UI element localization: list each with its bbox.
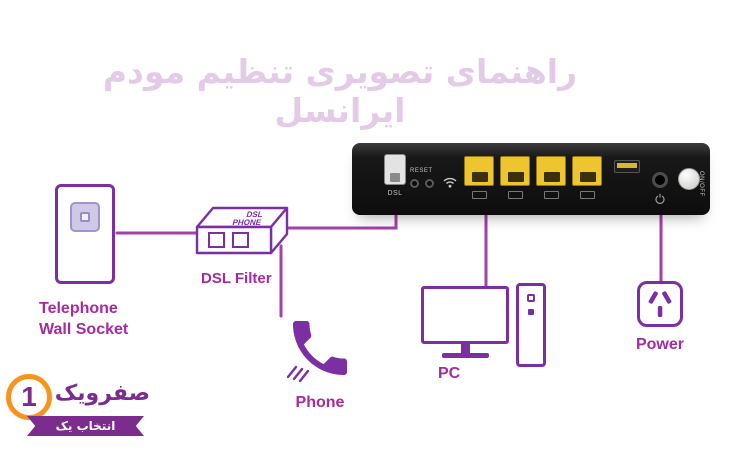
filter-port-2 [232,232,249,248]
lan-port-3-slot [544,172,560,182]
lan-port-2-icon [500,191,530,199]
logo-one-digit: 1 [21,381,37,412]
router-onoff-button [678,168,700,190]
monitor-stand [461,344,470,354]
outlet-slot-left [648,291,658,304]
lan-port-3 [536,156,566,186]
watermark-text: راهنمای تصویری تنظیم مودم ایرانسل [102,52,578,130]
rj11-socket-hole [80,212,90,222]
pc-label: PC [438,365,461,382]
tower-button-1 [527,294,535,302]
lan-port-4-slot [580,172,596,182]
modem-router: DSL RESET ON/OFF [352,143,710,215]
sefroyek-logo: 1 صفرویک انتخاب یک [6,372,156,442]
phone-handset-shape [293,321,347,375]
tower-button-2 [528,309,534,315]
filter-port-bottom-label: PHONE [232,218,263,227]
signal-line-1 [287,365,298,379]
filter-port-1 [208,232,225,248]
filter-port-top-label: DSL [246,210,264,219]
router-wps-button [425,179,434,188]
router-dsl-port-hole [390,173,400,182]
telephone-wall-socket-box [55,184,115,284]
router-dsl-port-label: DSL [387,190,403,197]
router-usb-port [614,160,640,173]
router-onoff-label: ON/OFF [698,171,704,197]
wifi-icon [443,177,457,188]
phone-signal-lines [287,365,310,382]
lan-port-2-slot [508,172,524,182]
signal-line-2 [292,367,304,381]
power-label: Power [635,336,684,353]
logo-zero-ring: 1 [6,374,52,420]
lan-port-4 [572,156,602,186]
wall-socket-label-line1: Telephone [39,300,118,317]
lan-port-2 [500,156,530,186]
dsl-filter-label: DSL Filter [201,270,272,287]
lan-port-4-icon [572,191,602,199]
logo-tagline-text: انتخاب یک [55,419,116,433]
router-reset-button [410,179,419,188]
lan-port-1 [464,156,494,186]
router-lan-port-icons [464,191,602,199]
lan-port-1-slot [472,172,488,182]
wire-filter-to-modem [286,211,398,230]
router-lan-ports [464,156,602,186]
monitor-base [442,353,489,358]
phone-icon [293,321,347,375]
router-power-jack [652,172,668,188]
router-reset-label: RESET [410,168,433,174]
outlet-slot-bottom [657,306,663,317]
dsl-filter: DSL PHONE [195,206,289,255]
signal-line-3 [298,369,310,382]
router-usb-tongue [617,163,637,168]
logo-ribbon: انتخاب یک [27,416,144,436]
power-symbol-icon [655,193,665,204]
logo-brand-text: صفرویک [54,381,150,406]
pc-monitor [421,286,509,344]
router-dsl-port [384,154,406,185]
lan-port-3-icon [536,191,566,199]
pc-tower [516,283,546,367]
rj11-socket-icon [70,202,100,232]
wall-socket-label: Telephone Wall Socket [39,298,128,340]
lan-port-1-icon [464,191,494,199]
phone-label: Phone [295,394,345,411]
wall-socket-label-line2: Wall Socket [39,321,129,338]
power-outlet-box [637,281,683,327]
outlet-slot-right [662,291,672,304]
power-outlet-slots [648,291,672,317]
